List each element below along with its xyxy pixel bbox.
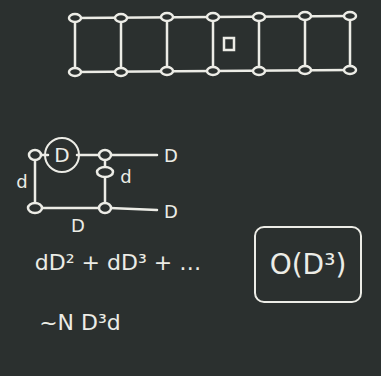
result-box: O(D³) <box>254 226 363 303</box>
dimension-label: D <box>71 215 85 236</box>
ladder-network <box>69 12 356 76</box>
dimension-label: D <box>164 201 178 222</box>
dimension-label: d <box>16 171 27 192</box>
node-text: D <box>54 143 69 167</box>
cost-formula: dD² + dD³ + … <box>35 250 201 275</box>
dimension-label: d <box>120 166 131 187</box>
dimension-label: D <box>164 145 178 166</box>
total-cost: ~N D³d <box>39 310 121 335</box>
node-text: O(D³) <box>270 248 347 281</box>
bond-circle: D <box>44 137 80 173</box>
contraction-sketch <box>28 150 157 213</box>
